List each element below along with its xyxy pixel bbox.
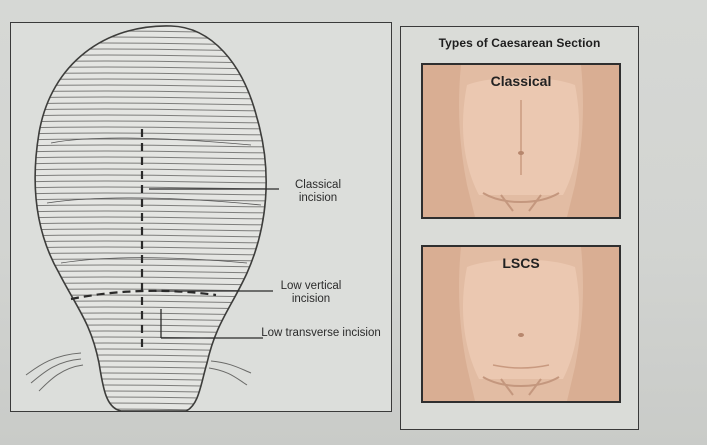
caesarean-types-panel: Types of Caesarean Section Classical — [400, 26, 639, 430]
lscs-photo: LSCS — [421, 245, 621, 403]
low-transverse-incision-label: Low transverse incision — [261, 327, 381, 340]
panel-title: Types of Caesarean Section — [401, 36, 638, 50]
classical-photo: Classical — [421, 63, 621, 219]
classical-incision-label: Classical incision — [283, 179, 353, 205]
uterus-illustration — [11, 23, 391, 411]
lscs-photo-label: LSCS — [423, 255, 619, 271]
low-vertical-incision-label: Low vertical incision — [273, 280, 349, 306]
classical-photo-label: Classical — [423, 73, 619, 89]
uterus-illustration-panel: Classical incision Low vertical incision… — [10, 22, 392, 412]
